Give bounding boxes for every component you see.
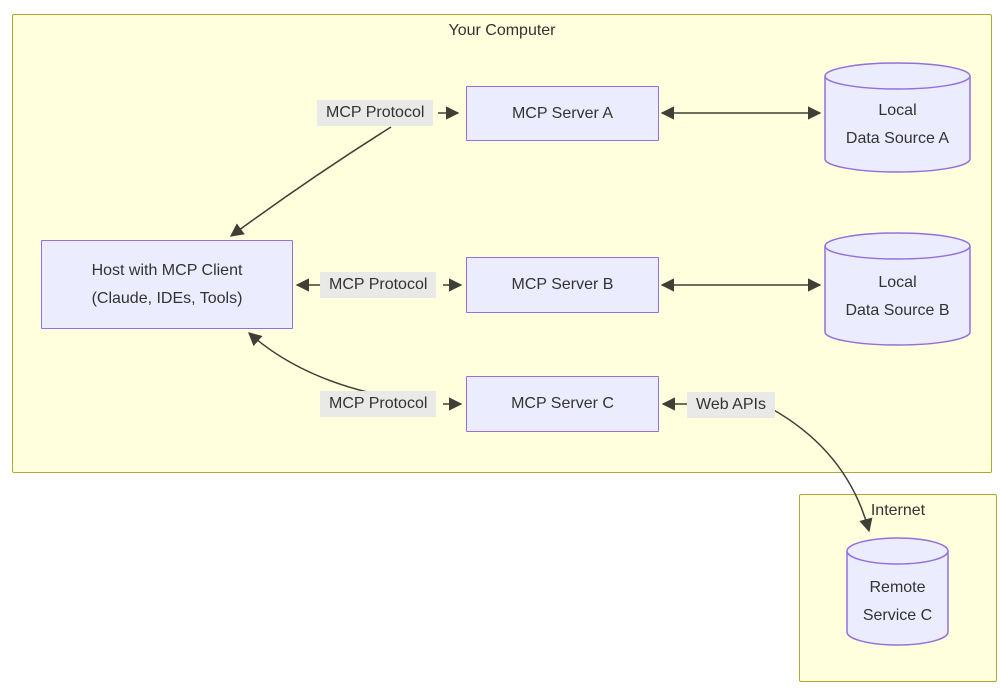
label-local-data-source-b: Local Data Source B xyxy=(825,269,970,325)
node-mcp-server-a: MCP Server A xyxy=(466,86,659,141)
label-ds-a-line-2: Data Source A xyxy=(845,130,950,147)
cluster-internet-title: Internet xyxy=(870,502,926,519)
cluster-internet: Internet xyxy=(799,494,997,682)
edge-mcp-c-to-host xyxy=(247,332,368,393)
label-ds-b-line-1: Local xyxy=(878,274,917,291)
node-mcp-server-a-label: MCP Server A xyxy=(511,104,614,122)
node-mcp-server-c: MCP Server C xyxy=(466,376,659,432)
edge-web-apis-to-remote xyxy=(771,408,873,533)
edge-label-mcp-protocol-b: MCP Protocol xyxy=(320,272,437,298)
label-remote-c-line-1: Remote xyxy=(869,579,926,596)
node-mcp-server-b-label: MCP Server B xyxy=(511,276,614,293)
label-remote-service-c: Remote Service C xyxy=(847,574,948,630)
edge-mcp-a-to-host xyxy=(229,126,392,237)
edge-label-mcp-protocol-a: MCP Protocol xyxy=(317,100,434,126)
label-local-data-source-a: Local Data Source A xyxy=(825,97,970,153)
label-ds-b-line-2: Data Source B xyxy=(845,302,950,319)
cluster-your-computer-title: Your Computer xyxy=(448,22,556,39)
node-mcp-server-c-label: MCP Server C xyxy=(511,395,614,412)
node-mcp-server-b: MCP Server B xyxy=(466,257,659,313)
database-local-data-source-a xyxy=(824,62,971,173)
database-remote-service-c xyxy=(846,537,949,646)
node-host-line-2: (Claude, IDEs, Tools) xyxy=(91,289,243,307)
label-ds-a-line-1: Local xyxy=(878,102,917,119)
node-host-with-mcp-client: Host with MCP Client (Claude, IDEs, Tool… xyxy=(41,240,293,329)
label-remote-c-line-2: Service C xyxy=(862,607,933,624)
edge-label-web-apis: Web APIs xyxy=(687,392,775,418)
node-host-line-1: Host with MCP Client xyxy=(91,261,243,279)
database-local-data-source-b xyxy=(824,232,971,346)
edge-label-mcp-protocol-c: MCP Protocol xyxy=(320,391,437,417)
